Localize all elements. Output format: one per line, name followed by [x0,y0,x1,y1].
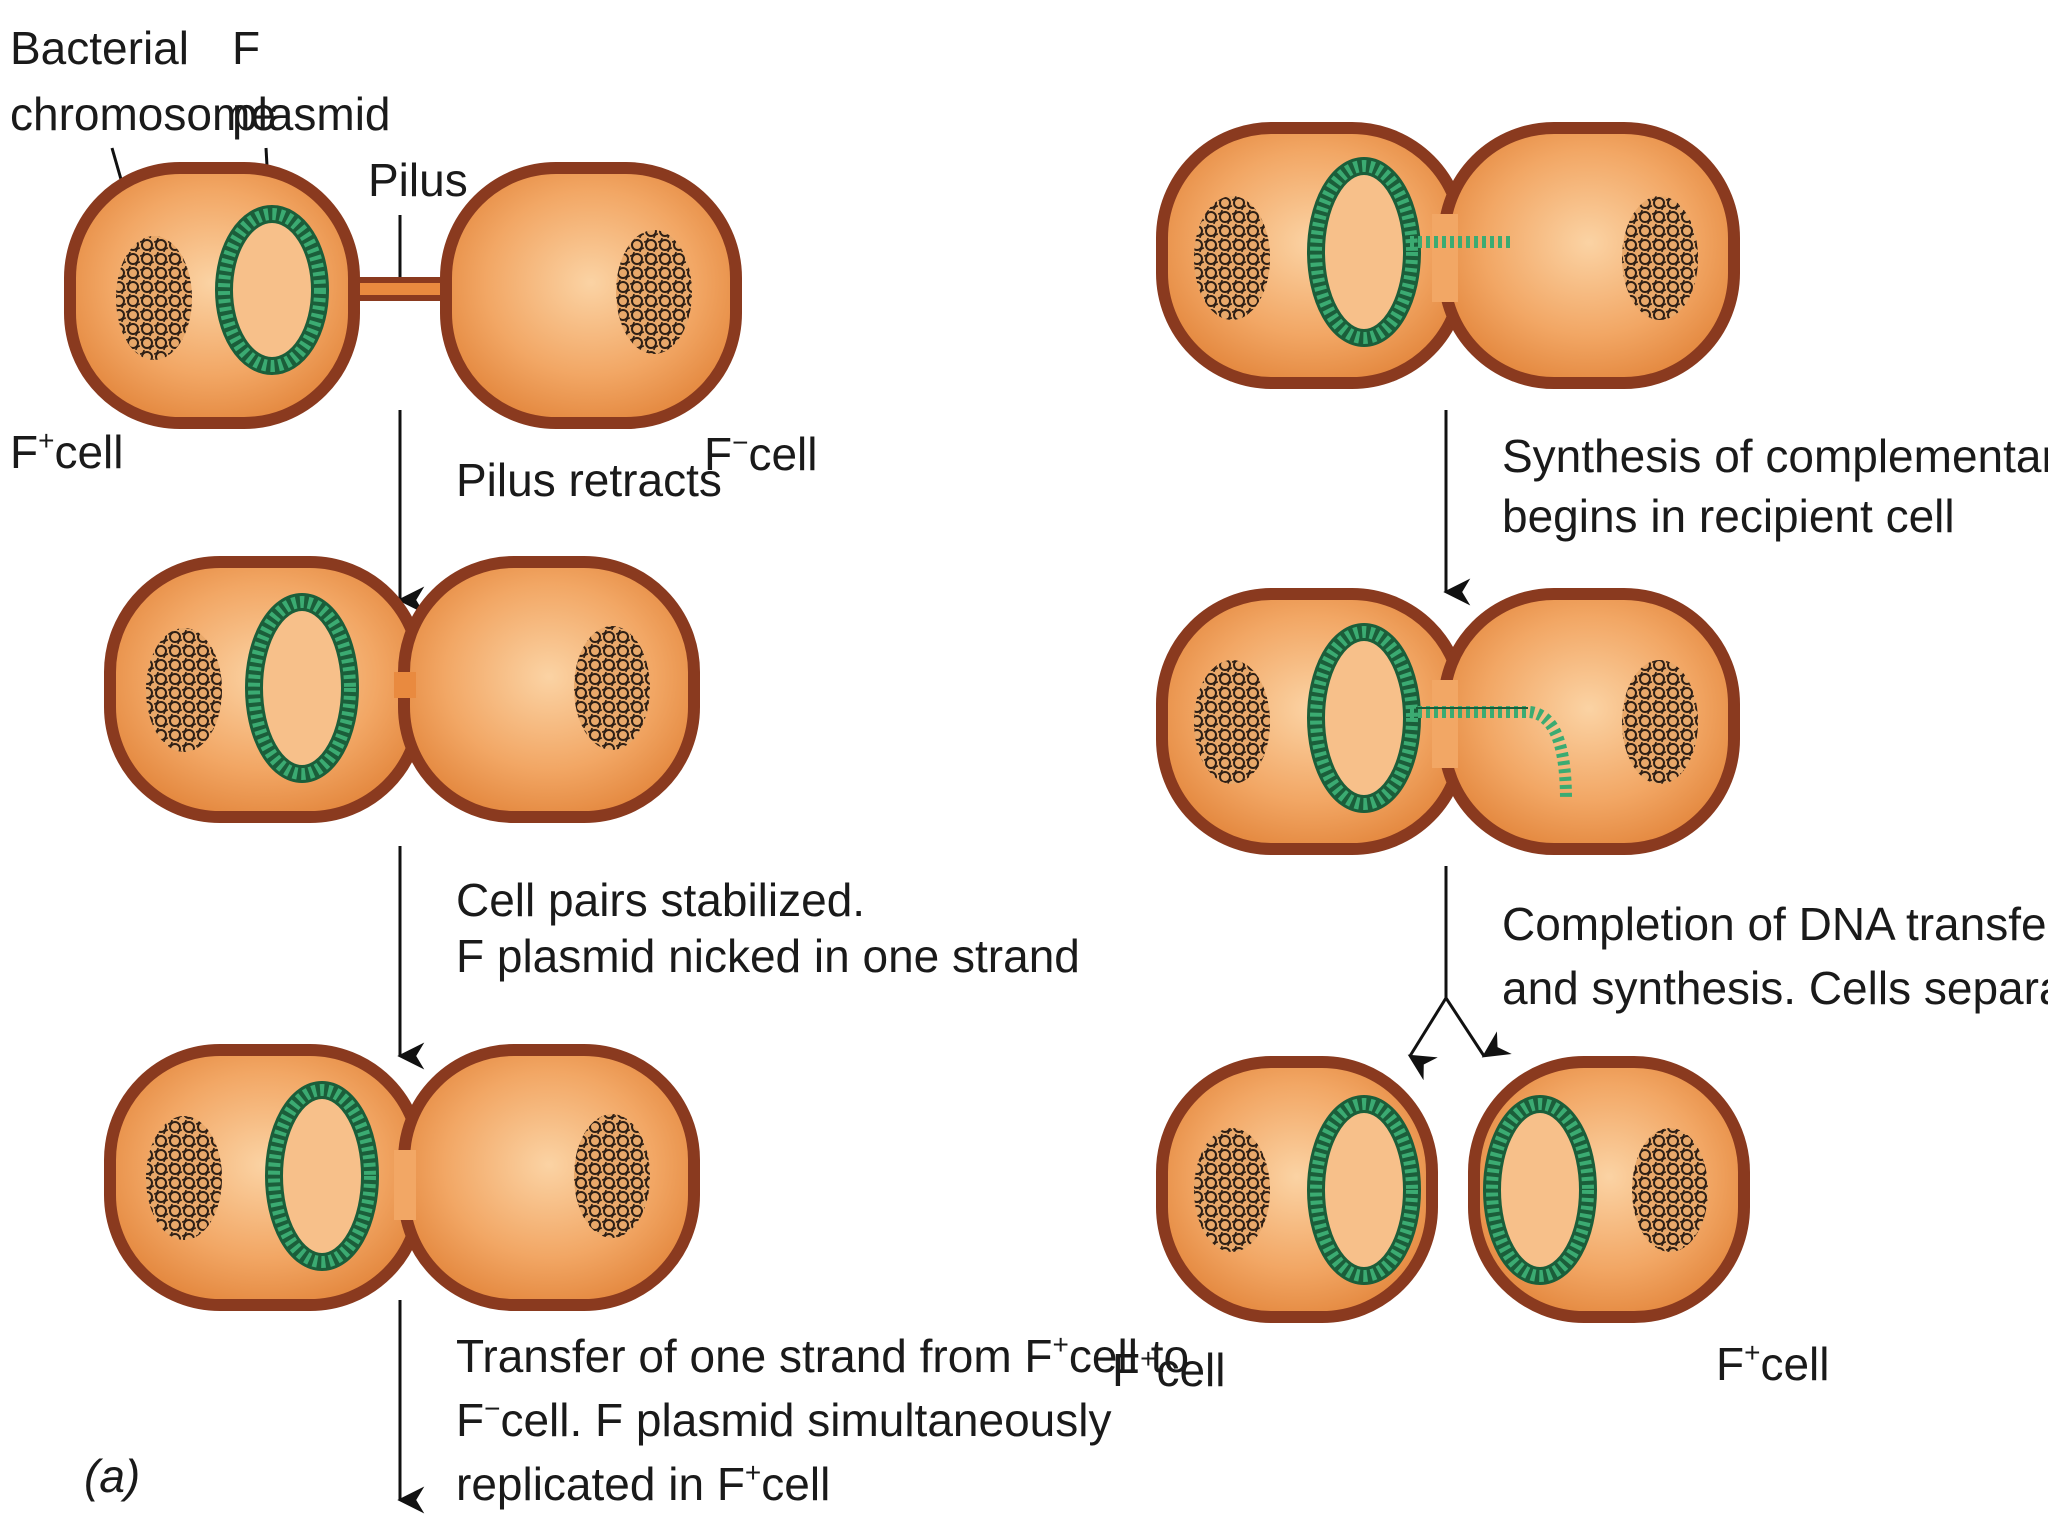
caption-pilus-retracts: Pilus retracts [456,454,722,506]
separated-cells [1156,1056,1750,1323]
caption-stabilized-line1: Cell pairs stabilized. [456,874,865,926]
caption-transfer-line2: F−cell. F plasmid simultaneously [456,1393,1111,1446]
cell-pair-synthesis [1156,588,1740,855]
bacterial-chromosome [574,1114,650,1238]
separation-arrow-left [1407,997,1448,1081]
caption-transfer-line1: Transfer of one strand from F+cell to [456,1329,1189,1382]
bacterial-chromosome [1194,660,1270,784]
label-f-plasmid-line2: plasmid [232,88,391,140]
f-plasmid-ring-stripes [268,1084,376,1268]
f-minus-cell [440,162,742,429]
label-bacterial-chromosome: Bacterial chromosome [10,22,276,140]
f-plasmid-ring-stripes [1310,160,1418,344]
caption-stabilized-line2: F plasmid nicked in one strand [456,930,1080,982]
bacterial-chromosome [616,230,692,354]
bacterial-chromosome [574,626,650,750]
f-plasmid-ring [1307,157,1421,347]
cell-pair-nicked [104,1044,700,1311]
caption-transfer-line3: replicated in F+cell [456,1457,830,1510]
bacterial-chromosome [1622,660,1698,784]
cell-bridge [394,672,416,698]
f-plasmid-ring-stripes [218,208,326,372]
cell-pair-retracted [104,556,700,823]
transferring-strand [1410,706,1572,801]
f-minus-cell [398,1044,700,1311]
bacterial-chromosome [116,236,192,360]
f-plasmid-ring [265,1081,379,1271]
label-f-plasmid-line1: F [232,22,260,74]
caption-completion-line2: and synthesis. Cells separate [1502,962,2048,1014]
label-f-plasmid: F plasmid [232,22,391,140]
cell-pair-pilus [64,162,742,429]
bacterial-chromosome [1622,196,1698,320]
f-plasmid-ring [1307,1095,1421,1285]
f-plasmid-ring [1307,623,1421,813]
f-plasmid-ring [245,593,359,783]
bacterial-chromosome [146,1116,222,1240]
label-pilus: Pilus [368,154,468,206]
label-f-minus-cell-top: F−cell [704,427,818,480]
label-f-plus-cell-right: F+cell [1716,1337,1830,1390]
caption-synthesis-line1: Synthesis of complementary strand [1502,430,2048,482]
cell-bridge [394,1150,416,1220]
bacterial-chromosome [1194,196,1270,320]
cell-bridge [1432,680,1458,768]
cell-bridge [1432,214,1458,302]
f-plasmid-ring-stripes [248,596,356,780]
panel-label: (a) [84,1450,140,1502]
f-plasmid-ring-stripes [1486,1098,1594,1282]
caption-completion-line1: Completion of DNA transfer [1502,898,2048,950]
bacterial-chromosome [1632,1128,1708,1252]
separation-arrow [1407,866,1512,1081]
f-minus-cell [398,556,700,823]
separation-arrow-right [1444,997,1512,1058]
label-bacterial-line1: Bacterial [10,22,189,74]
bacterial-chromosome [1194,1128,1270,1252]
caption-synthesis-line2: begins in recipient cell [1502,490,1955,542]
cell-pair-transfer-start [1156,122,1740,389]
bacterial-chromosome [146,628,222,752]
label-f-plus-cell-top: F+cell [10,425,124,478]
label-f-plus-cell-left: F+cell [1112,1343,1226,1396]
label-bacterial-line2: chromosome [10,88,276,140]
f-plasmid-ring [1483,1095,1597,1285]
f-plasmid-ring-stripes [1310,1098,1418,1282]
